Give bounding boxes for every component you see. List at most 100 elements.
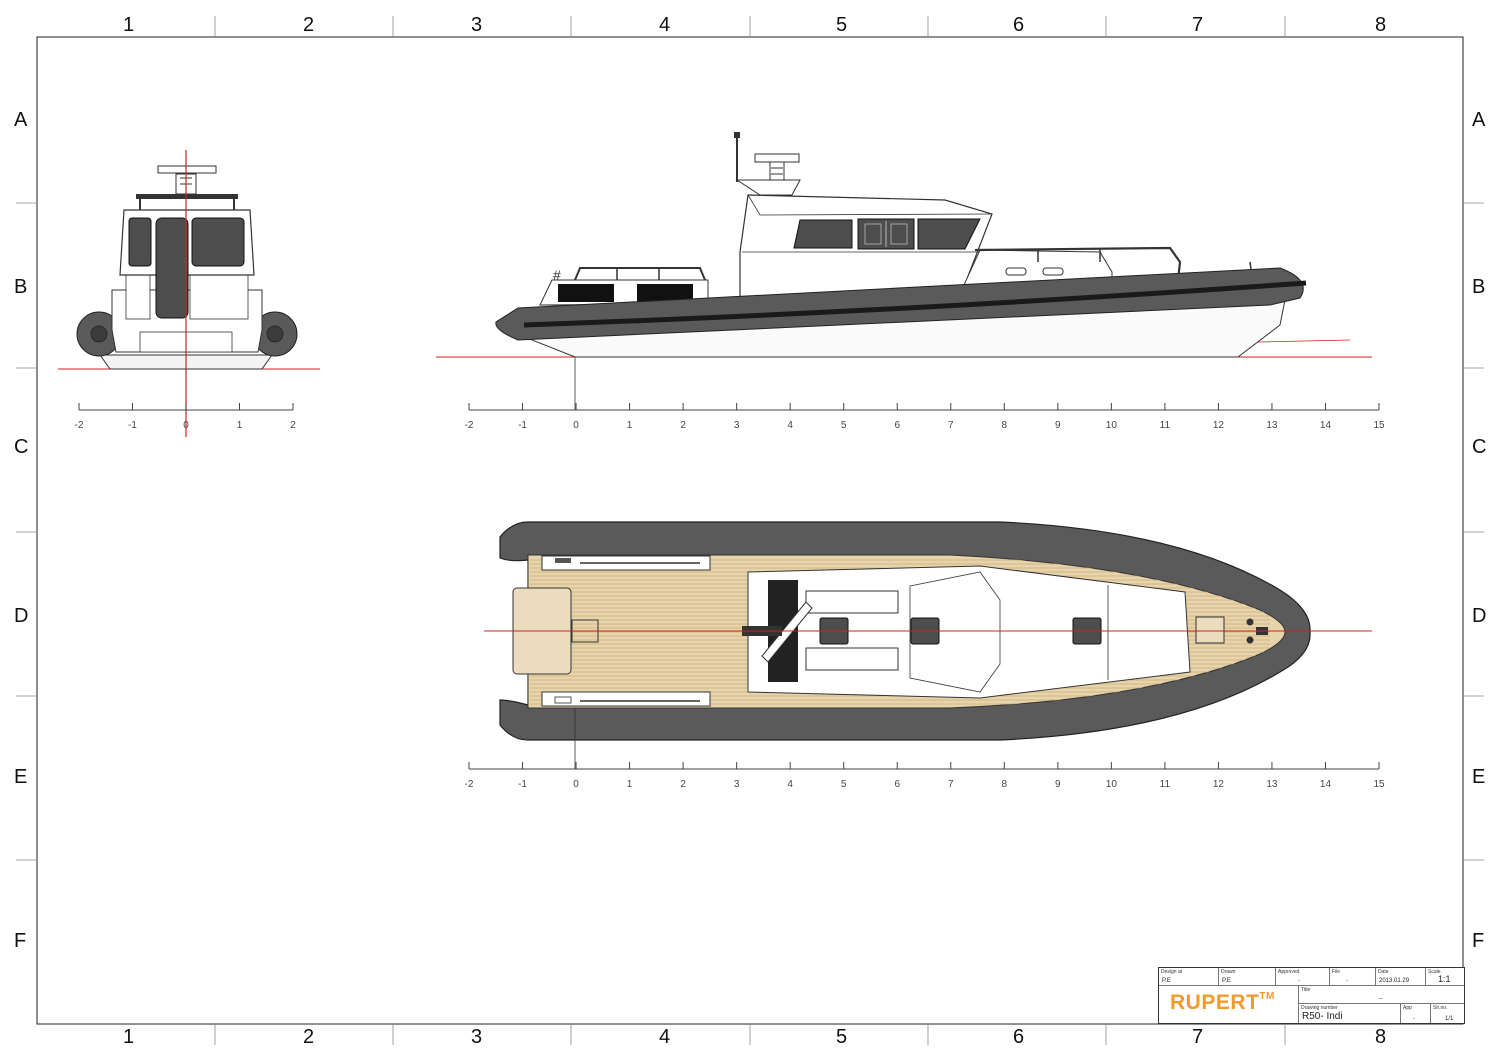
frame-row-right-A: A xyxy=(1472,109,1486,131)
side-view-scale-label: 1 xyxy=(626,420,633,431)
side-view-scale-label: 5 xyxy=(840,420,847,431)
side-view-scale-label: 10 xyxy=(1105,420,1117,431)
date-value: 2013.01.29 xyxy=(1379,978,1410,984)
frame-row-left-E: E xyxy=(14,766,28,788)
side-view: # xyxy=(436,132,1380,411)
side-view-window-fwd xyxy=(917,218,981,250)
date-label: Date xyxy=(1378,969,1389,975)
frame-column-bottom-3: 3 xyxy=(471,1026,483,1048)
plan-view-scale-label: -2 xyxy=(464,779,474,790)
frame-column-bottom-5: 5 xyxy=(836,1026,848,1048)
end-view-scale-label: 2 xyxy=(290,420,296,431)
plan-view-scale-label: 9 xyxy=(1055,779,1061,790)
rupert-logo: RUPERTTM xyxy=(1170,991,1275,1014)
plan-view-scale-label: 7 xyxy=(947,779,954,790)
frame-column-top-8: 8 xyxy=(1375,14,1387,36)
plan-view-scale-label: 8 xyxy=(1001,779,1008,790)
frame-column-top-4: 4 xyxy=(659,14,671,36)
drawing-number-value: R50- Indi xyxy=(1302,1011,1343,1022)
frame-row-left-A: A xyxy=(14,109,28,131)
side-view-scale-label: -1 xyxy=(518,420,527,431)
side-view-tube xyxy=(495,267,1304,341)
side-view-scale-label: 15 xyxy=(1373,420,1385,431)
side-view-scale-label: 8 xyxy=(1001,420,1008,431)
frame-row-left-B: B xyxy=(14,276,28,298)
frame-column-bottom-2: 2 xyxy=(303,1026,315,1048)
frame-column-top-6: 6 xyxy=(1013,14,1025,36)
frame-column-bottom-1: 1 xyxy=(123,1026,135,1048)
design-value: P.E xyxy=(1162,978,1171,984)
frame-zone-ticks xyxy=(16,16,1484,1045)
frame-row-left-F: F xyxy=(14,930,27,952)
plan-view-scale-label: 0 xyxy=(573,779,579,790)
title-label: Title xyxy=(1301,987,1311,993)
title-block: Design at P.E Drawn P.E Approved - File … xyxy=(1158,967,1465,1024)
frame-row-right-F: F xyxy=(1472,930,1485,952)
app-label: App xyxy=(1403,1005,1412,1011)
side-view-window-aft xyxy=(793,219,853,249)
side-view-scale-label: 11 xyxy=(1159,420,1171,431)
end-view-window-right xyxy=(191,217,245,267)
drawn-label: Drawn xyxy=(1221,969,1236,975)
plan-view-scale-label: -1 xyxy=(518,779,527,790)
side-view-radar xyxy=(754,153,800,163)
plan-view-scale-label: 5 xyxy=(840,779,847,790)
plan-view-scale-label: 3 xyxy=(733,779,740,790)
approved-label: Approved xyxy=(1278,969,1300,975)
app-value: - xyxy=(1413,1016,1415,1022)
end-view-radar xyxy=(157,165,217,174)
end-view-scale-label: -2 xyxy=(74,420,84,431)
side-view-scale-label: 4 xyxy=(787,420,793,431)
side-view-scale-label: 3 xyxy=(733,420,740,431)
side-view-scale-label: 12 xyxy=(1212,420,1224,431)
side-view-scale-label: 9 xyxy=(1055,420,1061,431)
frame-row-right-E: E xyxy=(1472,766,1486,788)
end-view-scale-label: 0 xyxy=(183,420,189,431)
svg-text:#: # xyxy=(553,267,561,283)
frame-column-top-2: 2 xyxy=(303,14,315,36)
plan-view-scale-label: 13 xyxy=(1266,779,1278,790)
side-view-scale-label: 13 xyxy=(1266,420,1278,431)
approved-value: - xyxy=(1298,978,1300,984)
title-value: -- xyxy=(1379,996,1383,1002)
file-value: - xyxy=(1346,978,1348,984)
plan-view-scale-label: 11 xyxy=(1159,779,1171,790)
side-view-scale-label: -2 xyxy=(464,420,474,431)
plan-view-scale-label: 1 xyxy=(626,779,633,790)
frame-column-top-5: 5 xyxy=(836,14,848,36)
drawing-number-label: Drawing number xyxy=(1301,1005,1338,1011)
frame-column-bottom-7: 7 xyxy=(1192,1026,1204,1048)
side-view-rubbing-strake xyxy=(523,280,1307,328)
design-label: Design at xyxy=(1161,969,1183,975)
end-view-window-left xyxy=(128,217,152,267)
end-view-scale-label: 1 xyxy=(236,420,243,431)
side-view-scale-label: 14 xyxy=(1319,420,1332,431)
end-view-door xyxy=(155,217,189,319)
plan-view-scale-label: 4 xyxy=(787,779,793,790)
frame-column-top-3: 3 xyxy=(471,14,483,36)
plan-view-scale-label: 2 xyxy=(680,779,686,790)
frame-column-top-7: 7 xyxy=(1192,14,1204,36)
frame-row-left-D: D xyxy=(14,605,29,627)
frame-column-top-1: 1 xyxy=(123,14,135,36)
scale-value: 1:1 xyxy=(1438,974,1451,984)
scale-label: Scale xyxy=(1428,969,1441,975)
frame-row-right-B: B xyxy=(1472,276,1486,298)
plan-view-scale-label: 14 xyxy=(1319,779,1332,790)
side-view-scale-label: 6 xyxy=(894,420,901,431)
frame-column-bottom-4: 4 xyxy=(659,1026,671,1048)
end-view xyxy=(58,150,320,437)
frame-column-bottom-8: 8 xyxy=(1375,1026,1387,1048)
frame-row-right-C: C xyxy=(1472,436,1487,458)
sheet-value: 1/1 xyxy=(1445,1016,1454,1022)
sheet-label: Sh.no. xyxy=(1433,1005,1448,1011)
plan-view-scale-label: 6 xyxy=(894,779,901,790)
plan-view-scale-label: 12 xyxy=(1212,779,1224,790)
drawn-value: P.E xyxy=(1222,978,1231,984)
side-view-scale-label: 7 xyxy=(947,420,954,431)
plan-view-scale-label: 10 xyxy=(1105,779,1117,790)
file-label: File xyxy=(1332,969,1341,975)
end-view-scale-label: -1 xyxy=(128,420,137,431)
plan-view-scale-label: 15 xyxy=(1373,779,1385,790)
